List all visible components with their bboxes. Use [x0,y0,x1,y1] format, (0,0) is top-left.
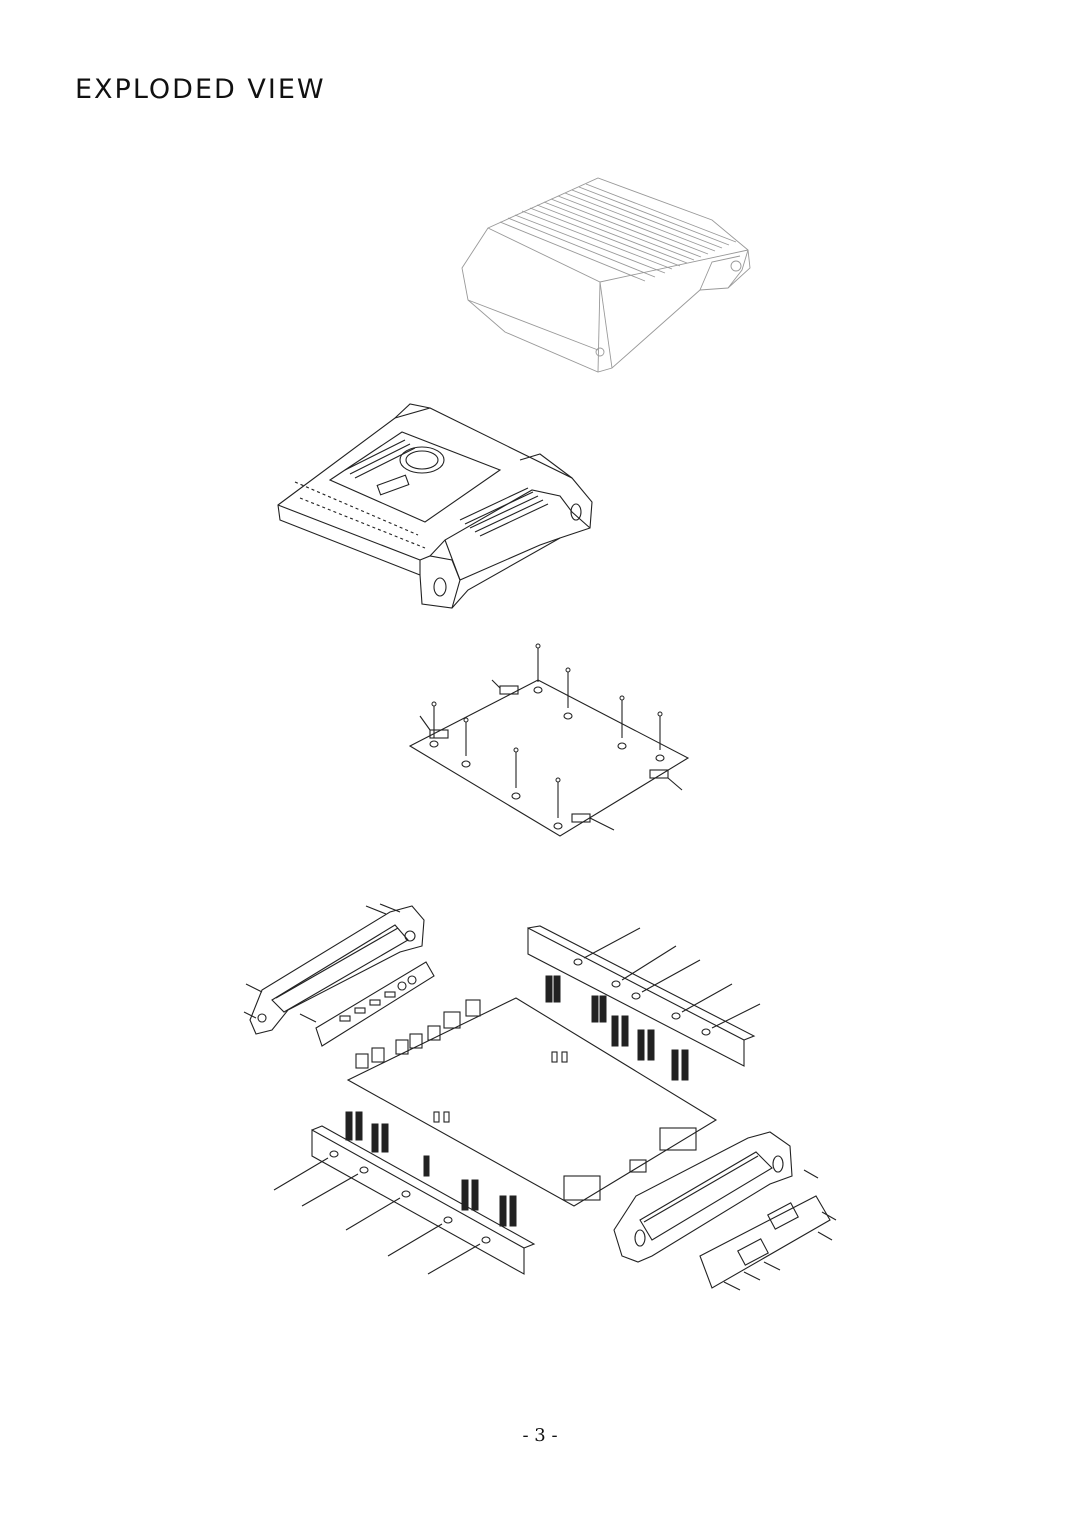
bottom-plate-with-screws [408,643,690,837]
page-number: - 3 - [522,1425,558,1446]
amplifier-chassis [277,403,593,609]
end-cap-and-panel-left [243,903,435,1047]
main-pcb-with-terminals [346,997,718,1207]
page-title: EXPLODED VIEW [75,74,326,105]
rear-heat-bar-with-transistors [527,925,761,1081]
front-heat-bar-with-transistors [273,1111,536,1275]
heatsink-cover [461,177,751,373]
end-cap-and-panel-right [613,1131,837,1291]
